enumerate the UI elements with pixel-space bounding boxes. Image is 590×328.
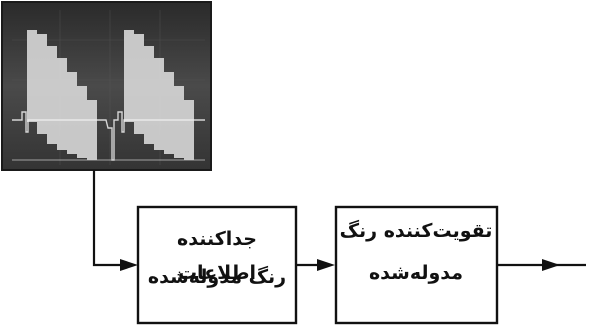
arrow-right-icon xyxy=(317,259,335,271)
arrowheads xyxy=(120,259,560,271)
amplifier-label-line1: تقویت‌کننده رنگ xyxy=(339,220,493,242)
amplifier-block xyxy=(334,205,499,325)
scope-frame xyxy=(1,1,212,171)
arrow-right-icon xyxy=(120,259,138,271)
oscilloscope-image xyxy=(1,1,212,171)
scope-waveform-left xyxy=(27,30,97,160)
line-scope-to-separator xyxy=(92,170,122,267)
separator-label-line1: جداکننده اطلاعات xyxy=(177,228,257,284)
separator-block xyxy=(136,205,298,325)
amplifier-label-line2: مدوله‌شده xyxy=(368,262,464,284)
scope-trace xyxy=(12,111,205,161)
separator-label-line2: رنگ مدوله‌شده xyxy=(147,266,287,288)
arrow-right-icon xyxy=(542,259,560,271)
scope-waveform-right xyxy=(124,30,194,160)
